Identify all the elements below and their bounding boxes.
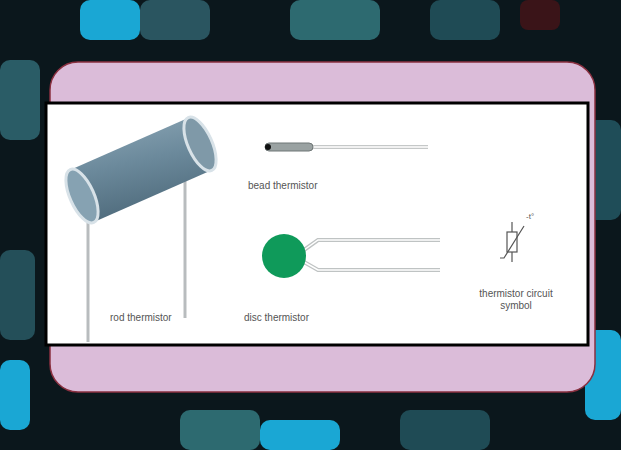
symbol-marking: -t°: [526, 212, 534, 222]
part-label: disc thermistor: [244, 312, 309, 324]
thermistor-symbol: [500, 222, 524, 262]
white-frame: [46, 103, 588, 345]
rod-thermistor: [59, 113, 223, 342]
bead-thermistor: [265, 143, 428, 151]
part-label: thermistor circuit symbol: [478, 288, 554, 312]
disc-thermistor: [262, 234, 440, 278]
part-label: bead thermistor: [248, 180, 317, 192]
part-label: rod thermistor: [110, 312, 172, 324]
